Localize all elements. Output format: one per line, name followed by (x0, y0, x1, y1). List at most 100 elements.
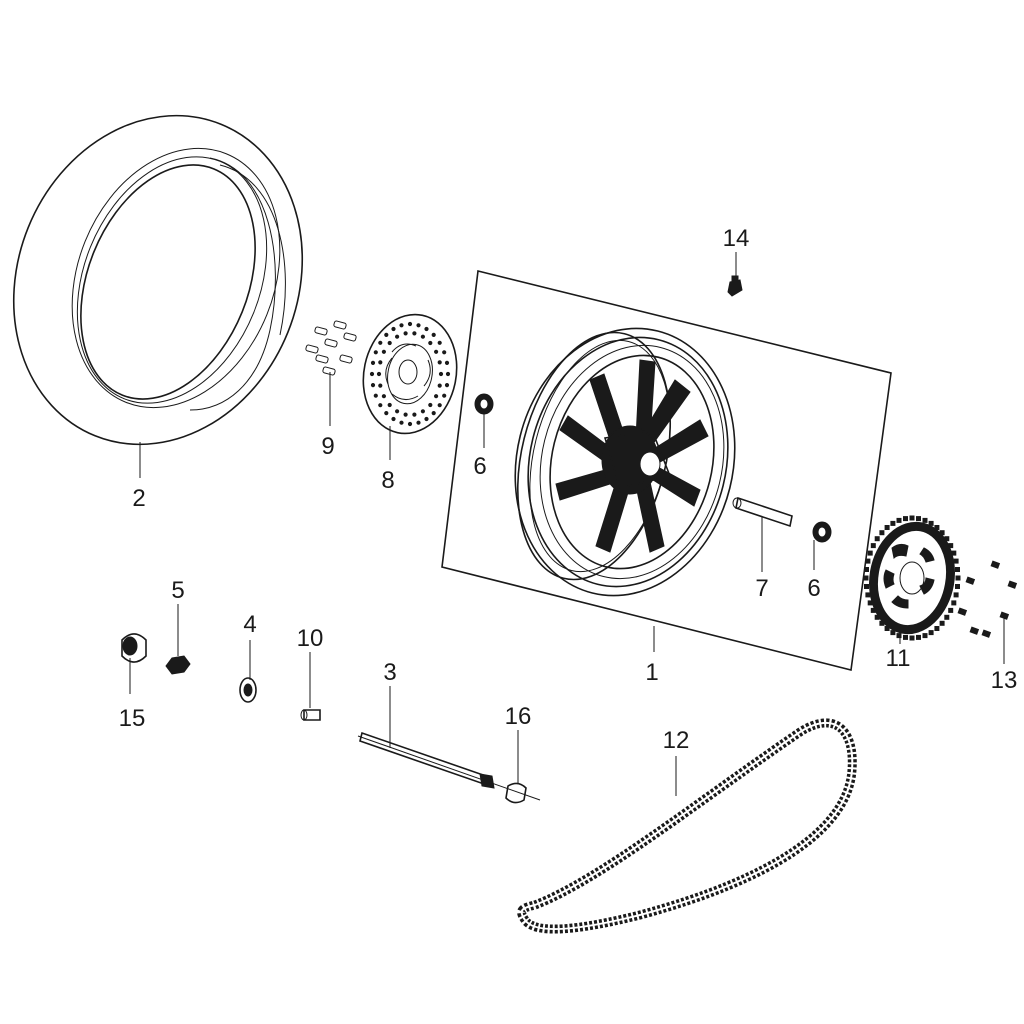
disc-hole (399, 323, 404, 328)
callout-15: 15 (119, 705, 146, 732)
tire-valve (727, 275, 743, 297)
disc-hole (416, 323, 421, 328)
disc-hole (442, 393, 447, 398)
tire (12, 114, 304, 446)
disc-hole (369, 371, 375, 377)
sprocket-tooth (928, 630, 934, 636)
sprocket-tooth (884, 525, 890, 530)
disc-hole (437, 383, 442, 388)
disc-hole (438, 371, 444, 377)
disc-hole (391, 326, 396, 332)
disc-hole (424, 416, 429, 422)
disc-hole (431, 411, 436, 416)
sprocket-tooth (890, 520, 896, 526)
callout-3: 3 (383, 659, 396, 686)
disc-hole (370, 383, 376, 388)
callout-9: 9 (321, 433, 334, 460)
disc-hole (376, 371, 382, 377)
sprocket-tooth (939, 530, 945, 536)
disc-hole (387, 340, 392, 346)
sprocket-tooth (916, 634, 921, 640)
disc-hole (378, 360, 383, 365)
disc-hole (412, 331, 417, 336)
sprocket-tooth (870, 607, 876, 613)
leader-lines (129, 252, 1005, 796)
sprocket-tooth (922, 633, 928, 639)
wheel-assembly (441, 270, 892, 671)
collar (121, 633, 147, 663)
sprocket-tooth (928, 520, 934, 526)
drive-chain (517, 718, 857, 934)
axle-cap (505, 782, 527, 804)
disc-hole (384, 411, 389, 416)
sprocket-tooth (922, 517, 928, 523)
sprocket-tooth (903, 634, 908, 640)
sprocket-tooth (867, 550, 873, 556)
disc-hole (445, 371, 451, 377)
disc-hole (442, 350, 447, 355)
sprocket-tooth (944, 536, 950, 542)
disc-hole (395, 334, 400, 339)
disc-hole (387, 402, 392, 408)
sprocket-tooth (955, 567, 960, 572)
sprocket-tooth (879, 620, 885, 626)
disc-hole (412, 412, 417, 417)
sprocket-tooth (864, 584, 869, 589)
axle-nut (165, 655, 191, 675)
sprocket-tooth (934, 626, 940, 631)
spacer-tube (732, 496, 793, 528)
disc-hole (428, 340, 433, 346)
disc-hole (403, 412, 408, 417)
disc-hole (434, 394, 439, 399)
disc-hole (373, 393, 378, 398)
bearing-right (812, 521, 832, 543)
sprocket-tooth (903, 516, 908, 522)
disc-hole (424, 326, 429, 332)
callout-2: 2 (132, 485, 145, 512)
callout-14: 14 (723, 225, 750, 252)
disc-hole (428, 402, 433, 408)
disc-hole (381, 394, 386, 399)
brake-disc (362, 313, 458, 435)
disc-hole (395, 409, 400, 414)
disc-hole (373, 350, 378, 355)
axle (357, 731, 541, 801)
washer (239, 677, 257, 703)
disc-hole (378, 403, 383, 408)
sprocket-tooth (884, 626, 890, 631)
callout-6-left: 6 (473, 453, 486, 480)
spacer (300, 709, 321, 721)
disc-hole (381, 349, 386, 354)
callout-10: 10 (297, 625, 324, 652)
disc-hole (434, 349, 439, 354)
sprocket-tooth (874, 536, 880, 542)
callout-13: 13 (991, 667, 1018, 694)
disc-hole (420, 409, 425, 414)
sprocket-tooth (953, 558, 959, 564)
sprocket-tooth (870, 543, 876, 549)
sprocket-tooth (953, 592, 959, 598)
sprocket-tooth (896, 517, 902, 523)
sprocket-tooth (874, 614, 880, 620)
disc-hole (407, 321, 413, 327)
sprocket-tooth (890, 630, 896, 636)
sprocket-tooth (909, 635, 915, 641)
callout-7: 7 (755, 575, 768, 602)
sprocket-tooth (865, 558, 871, 564)
disc-hole (391, 416, 396, 422)
sprocket-tooth (879, 530, 885, 536)
sprocket-tooth (955, 575, 961, 581)
disc-hole (378, 340, 383, 345)
callout-4: 4 (243, 611, 256, 638)
disc-hole (384, 332, 389, 337)
sprocket-tooth (863, 575, 869, 581)
disc-bolts (305, 320, 357, 376)
disc-hole (407, 421, 413, 427)
sprocket-tooth (865, 592, 871, 598)
sprocket-tooth (948, 607, 954, 613)
disc-hole (378, 383, 383, 388)
disc-hole (444, 383, 450, 388)
callout-12: 12 (663, 727, 690, 754)
sprocket-tooth (896, 633, 902, 639)
